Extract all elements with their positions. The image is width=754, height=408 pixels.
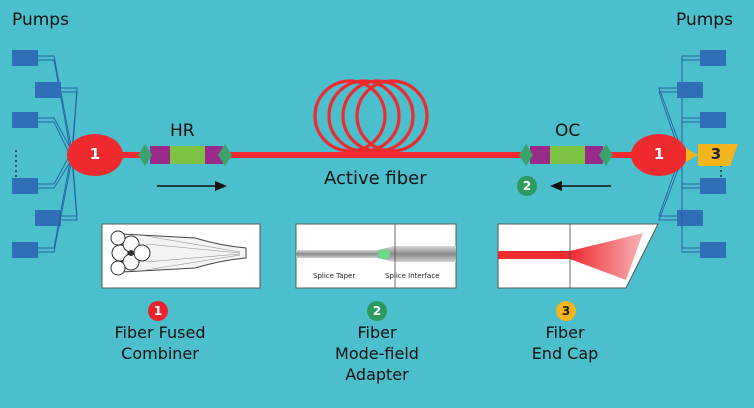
pump-fiber bbox=[658, 158, 683, 221]
caption-end-cap: Fiber End Cap bbox=[485, 322, 645, 364]
pump-fiber bbox=[59, 91, 78, 160]
pump-diode-icon bbox=[677, 82, 703, 98]
pump-fiber bbox=[36, 121, 73, 160]
pump-fiber bbox=[681, 55, 700, 151]
pump-diode-icon bbox=[700, 178, 726, 194]
pump-fiber bbox=[36, 150, 73, 249]
caption-combiner: Fiber Fused Combiner bbox=[80, 322, 240, 364]
pump-fiber bbox=[59, 87, 78, 152]
badge-3-number: 3 bbox=[561, 304, 571, 318]
direction-arrow-icon bbox=[550, 181, 611, 191]
pumps-left-label: Pumps bbox=[12, 10, 69, 30]
pump-fiber bbox=[658, 87, 683, 152]
hr-grating bbox=[138, 144, 232, 166]
caption-mode-adapter-line3: Adapter bbox=[345, 365, 409, 384]
pump-fiber bbox=[36, 158, 73, 189]
pump-fiber bbox=[59, 158, 78, 221]
pump-diode-icon bbox=[35, 82, 61, 98]
pump-fiber bbox=[36, 117, 73, 152]
pump-fiber bbox=[681, 151, 700, 249]
caption-mode-adapter-line1: Fiber bbox=[357, 323, 397, 342]
badge-2 bbox=[367, 301, 387, 321]
pump-diode-icon bbox=[677, 210, 703, 226]
pump-diode-icon bbox=[700, 50, 726, 66]
combiner-left-number: 1 bbox=[89, 145, 101, 163]
left-pump-fibers bbox=[12, 50, 78, 258]
end-cap-marker bbox=[698, 144, 738, 166]
pump-diode-icon bbox=[12, 242, 38, 258]
pump-fiber bbox=[681, 117, 700, 151]
badge-1-number: 1 bbox=[153, 304, 163, 318]
pump-fiber bbox=[681, 59, 700, 159]
pump-fiber bbox=[36, 55, 73, 152]
caption-end-cap-line2: End Cap bbox=[531, 344, 599, 363]
badge-1 bbox=[148, 301, 168, 321]
oc-label: OC bbox=[555, 121, 581, 141]
pumps-right-label: Pumps bbox=[676, 10, 733, 30]
pump-fiber bbox=[658, 91, 683, 160]
badge-2-number: 2 bbox=[372, 304, 382, 318]
pump-diode-icon bbox=[700, 242, 726, 258]
coil-icon bbox=[313, 79, 429, 153]
right-combiner bbox=[631, 134, 687, 176]
active-fiber-label: Active fiber bbox=[324, 168, 427, 189]
pump-diode-icon bbox=[700, 112, 726, 128]
combiner-panel bbox=[101, 223, 261, 289]
right-pump-fibers bbox=[658, 50, 726, 258]
mode-adapter-number: 2 bbox=[522, 179, 532, 193]
splice-taper-label: Splice Taper bbox=[313, 272, 356, 280]
pump-fiber bbox=[681, 159, 700, 253]
pump-fiber bbox=[658, 150, 683, 217]
splice-interface-label: Splice Interface bbox=[385, 272, 440, 280]
caption-combiner-line1: Fiber Fused bbox=[114, 323, 206, 342]
output-arrow-icon bbox=[686, 148, 698, 162]
caption-end-cap-line1: Fiber bbox=[545, 323, 585, 342]
pump-fiber bbox=[36, 150, 73, 185]
hr-label: HR bbox=[170, 121, 195, 141]
mode-adapter-badge bbox=[517, 176, 537, 196]
oc-grating bbox=[519, 144, 613, 166]
left-combiner bbox=[67, 134, 123, 176]
pump-diode-icon bbox=[12, 50, 38, 66]
end-cap-number: 3 bbox=[710, 145, 722, 163]
caption-mode-adapter-line2: Mode-field bbox=[335, 344, 419, 363]
caption-combiner-line2: Combiner bbox=[121, 344, 199, 363]
end-cap-panel bbox=[497, 223, 659, 289]
caption-mode-adapter: Fiber Mode-field Adapter bbox=[297, 322, 457, 385]
combiner-right-number: 1 bbox=[653, 145, 665, 163]
direction-arrow-icon bbox=[157, 181, 227, 191]
pump-diode-icon bbox=[35, 210, 61, 226]
mode-adapter-panel bbox=[295, 223, 457, 289]
pump-fiber bbox=[36, 59, 73, 160]
pump-diode-icon bbox=[12, 112, 38, 128]
badge-3 bbox=[556, 301, 576, 321]
pump-diode-icon bbox=[12, 178, 38, 194]
pump-fiber bbox=[36, 158, 73, 253]
